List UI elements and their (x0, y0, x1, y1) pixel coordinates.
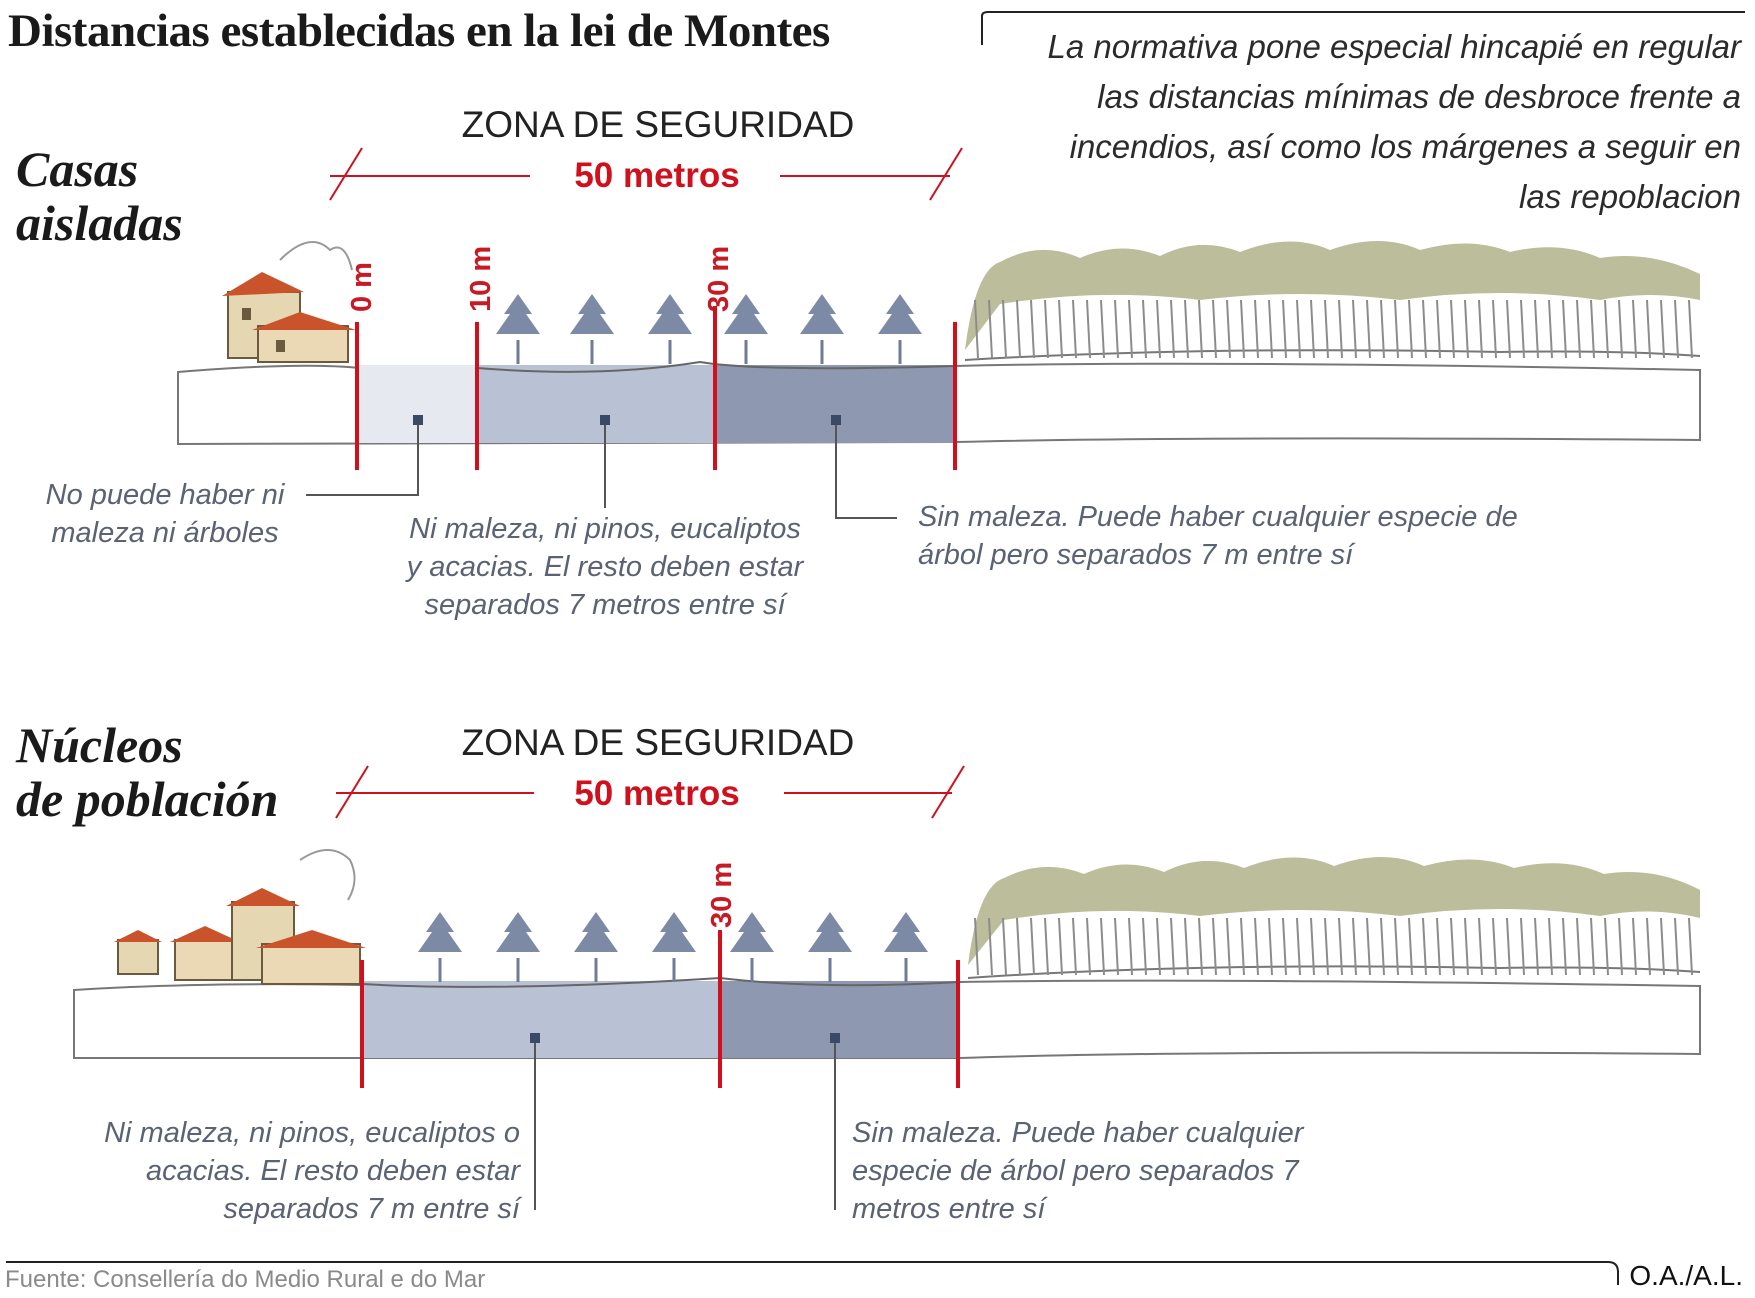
section-2-title: Núcleos de población (16, 718, 278, 826)
tree-icon (652, 912, 696, 982)
tree-row (418, 912, 928, 982)
tree-icon (496, 294, 540, 364)
village-icon (114, 849, 366, 985)
mark-label-30m: 30 m (703, 245, 735, 312)
note-zone-0-30: Ni maleza, ni pinos, eucaliptos o acacia… (104, 1117, 520, 1225)
note-zone-30-50: Sin maleza. Puede haber cualquier especi… (852, 1117, 1304, 1225)
tree-icon (648, 294, 692, 364)
forest-illustration (967, 857, 1701, 979)
title-bracket (981, 11, 1745, 45)
section-1-title: Casas aisladas (16, 142, 183, 250)
zone-10-30 (477, 365, 715, 443)
forest-illustration (964, 241, 1701, 361)
section-2-title-line2: de población (16, 771, 279, 827)
section-2-zona-label: ZONA DE SEGURIDAD (461, 722, 855, 763)
section-2-graphic (73, 765, 1701, 1210)
tree-icon (878, 294, 922, 364)
author-credit: O.A./A.L. (1629, 1260, 1743, 1291)
note-zone-0-10: No puede haber ni maleza ni árboles (45, 479, 285, 549)
tree-icon (496, 912, 540, 982)
tree-icon (570, 294, 614, 364)
mark-label-10m: 10 m (465, 245, 497, 312)
tree-icon (730, 912, 774, 982)
zone-30-50 (720, 981, 958, 1058)
footer-rule (6, 1261, 1619, 1285)
tree-icon (884, 912, 928, 982)
mark-label-30m: 30 m (706, 861, 738, 928)
page-title: Distancias establecidas en la lei de Mon… (8, 5, 830, 57)
section-1-zona-label: ZONA DE SEGURIDAD (461, 104, 855, 145)
tree-row (496, 294, 922, 364)
tree-icon (808, 912, 852, 982)
section-2-title-line1: Núcleos (16, 717, 183, 773)
house-icon (222, 241, 356, 363)
intro-text: La normativa pone especial hincapié en r… (1047, 28, 1741, 215)
section-1-graphic (177, 147, 1701, 519)
section-1-title-line2: aisladas (16, 195, 183, 251)
note-zone-30-50: Sin maleza. Puede haber cualquier especi… (918, 501, 1518, 571)
tree-icon (574, 912, 618, 982)
section-2-distance-label: 50 metros (574, 774, 740, 813)
zone-0-30 (362, 981, 720, 1058)
section-1-distance-label: 50 metros (574, 156, 740, 195)
note-zone-10-30: Ni maleza, ni pinos, eucaliptos y acacia… (406, 513, 804, 621)
section-1-title-line1: Casas (16, 141, 139, 197)
tree-icon (800, 294, 844, 364)
mark-label-0m: 0 m (346, 262, 378, 312)
tree-icon (724, 294, 768, 364)
source-credit: Fuente: Consellería do Medio Rural e do … (5, 1266, 486, 1293)
tree-icon (418, 912, 462, 982)
